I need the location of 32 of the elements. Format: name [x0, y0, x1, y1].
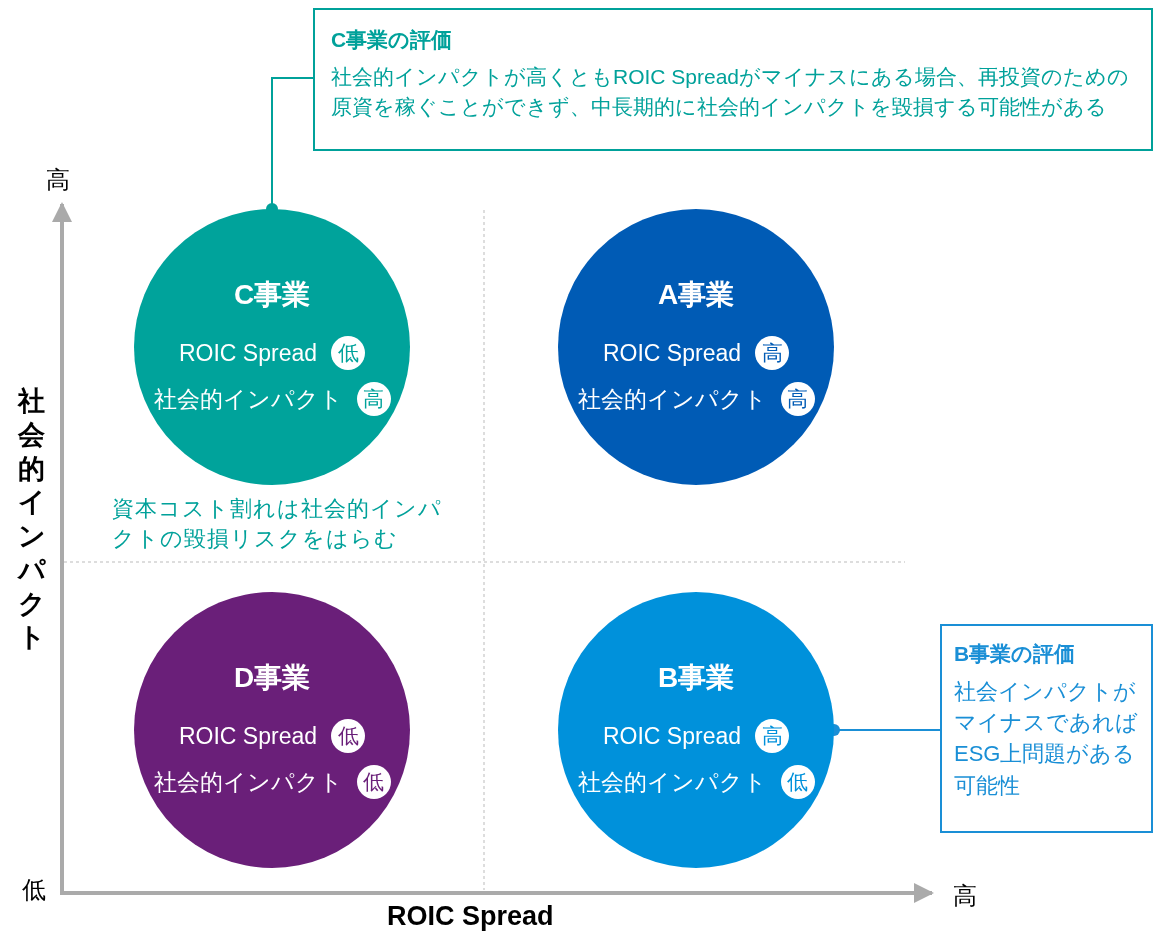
box-text: 社会的インパクトが高くともROIC Spreadがマイナスにある場合、再投資のための原資を稼ぐことができず、中長期的に社会的インパクトを毀損する可能性がある: [331, 64, 1131, 120]
metric-label: 社会的インパクト: [577, 384, 767, 414]
axis-title: ROIC Spread: [387, 900, 554, 933]
axis-label: 低: [22, 876, 46, 905]
rating-badge: 低: [780, 765, 815, 799]
circle-title: A事業: [657, 278, 735, 312]
rating-badge: 高: [780, 382, 815, 416]
circle-title: D事業: [233, 661, 311, 695]
metric-label: 社会的インパクト: [577, 767, 767, 797]
rating-badge: 低: [331, 336, 366, 370]
rating-badge: 高: [755, 719, 790, 753]
rating-badge: 高: [755, 336, 790, 370]
metric-label: ROIC Spread: [602, 722, 742, 750]
note-text: 資本コスト割れは社会的インパクトの毀損リスクをはらむ: [112, 495, 443, 553]
axis-title: 社会的インパクト: [18, 385, 45, 655]
box-text: 社会インパクトがマイナスであればESG上問題がある可能性: [954, 678, 1139, 800]
metric-label: ROIC Spread: [602, 339, 742, 367]
metric-label: ROIC Spread: [178, 339, 318, 367]
box-heading: B事業の評価: [954, 641, 1077, 667]
metric-label: 社会的インパクト: [153, 767, 343, 797]
axis-label: 高: [953, 882, 977, 911]
evaluation-box: [313, 8, 1153, 151]
metric-label: ROIC Spread: [178, 722, 318, 750]
metric-label: 社会的インパクト: [153, 384, 343, 414]
circle-title: C事業: [233, 278, 311, 312]
rating-badge: 低: [331, 719, 366, 753]
circle-title: B事業: [657, 661, 735, 695]
axis-label: 高: [46, 166, 70, 195]
rating-badge: 高: [356, 382, 391, 416]
rating-badge: 低: [356, 765, 391, 799]
evaluation-box: [940, 624, 1153, 833]
box-heading: C事業の評価: [331, 27, 454, 53]
